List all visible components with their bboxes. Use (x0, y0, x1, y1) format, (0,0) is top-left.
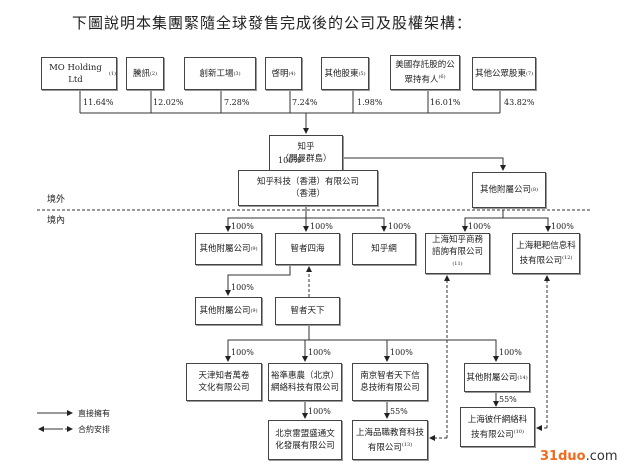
pct-label: 100% (231, 348, 254, 357)
shanghai-zhihu-consulting-box: 上海知乎商務諮詢有限公司(11) (425, 233, 490, 274)
zhizhe-sihai-box: 智者四海 (275, 233, 340, 265)
shareholder-innovation-works: 創新工場(3) (184, 57, 256, 90)
other-subsidiaries-9b-box: 其他附屬公司(9) (195, 297, 262, 325)
other-subsidiaries-9-box: 其他附屬公司(9) (195, 233, 262, 265)
yuzhun-huinong-box: 裕準惠農（北京）網絡科技有限公司 (268, 363, 342, 401)
shanghai-pinzhi-box: 上海品職教育科技有限公司(13) (352, 420, 428, 460)
pct-label: 1.98% (357, 98, 383, 107)
pct-label: 100% (468, 222, 491, 231)
pct-label: 100% (499, 348, 522, 357)
zhihu-hk-box: 知乎科技（香港）有限公司（香港） (238, 170, 378, 206)
pct-label: 11.64% (83, 98, 114, 107)
shanghai-baba-tech-box: 上海耙耙信息科技有限公司(12) (512, 233, 580, 274)
pct-label: 7.24% (292, 98, 318, 107)
shareholder-public: 其他公眾股東(7) (472, 57, 536, 90)
pct-label: 100% (231, 283, 254, 292)
zhizhe-tianxia-box: 智者天下 (275, 297, 340, 325)
legend-direct-ownership: 直接擁有 (78, 409, 110, 418)
zhihu-cayman-box: 知乎（開曼群島） (269, 135, 343, 171)
pct-label: 100% (390, 348, 413, 357)
shareholder-qiming: 啓明(4) (265, 57, 302, 90)
other-subsidiaries-8-box: 其他附屬公司(8) (472, 172, 546, 208)
pct-label: 100% (308, 348, 331, 357)
chart-title: 下圖說明本集團緊隨全球發售完成後的公司及股權架構： (72, 14, 473, 32)
onshore-label: 境內 (47, 216, 66, 226)
watermark-logo: 31duo.com (540, 449, 618, 464)
shareholder-mo-holding: MO Holding Ltd(1) (41, 57, 117, 90)
pct-label: 12.02% (153, 98, 184, 107)
tianjin-box: 天津知者萬卷文化有限公司 (186, 363, 262, 401)
shareholder-tencent: 騰訊(2) (126, 57, 164, 90)
pct-label: 100% (308, 407, 331, 416)
pct-label: 55% (390, 407, 408, 416)
shanghai-biqian-box: 上海彼仟網絡科技有限公司(10) (460, 407, 535, 447)
pct-label: 100% (278, 156, 301, 165)
beijing-leimeng-box: 北京雷盟盛通文化發展有限公司 (268, 420, 342, 460)
zhihu-web-box: 知乎網 (352, 233, 416, 265)
pct-label: 100% (551, 222, 574, 231)
pct-label: 100% (388, 222, 411, 231)
offshore-label: 境外 (47, 195, 66, 205)
shareholder-others: 其他股東(5) (321, 57, 369, 90)
pct-label: 43.82% (504, 98, 535, 107)
pct-label: 16.01% (430, 98, 461, 107)
nanjing-box: 南京智者天下信息技術有限公司 (352, 363, 428, 401)
pct-label: 55% (499, 395, 517, 404)
pct-label: 100% (310, 222, 333, 231)
pct-label: 100% (231, 222, 254, 231)
other-subsidiaries-14-box: 其他附屬公司(14) (464, 363, 530, 392)
legend-contractual-arrangements: 合約安排 (78, 425, 110, 434)
pct-label: 7.28% (224, 98, 250, 107)
shareholder-ads-holders: 美國存託股的公眾持有人(6) (390, 55, 460, 90)
